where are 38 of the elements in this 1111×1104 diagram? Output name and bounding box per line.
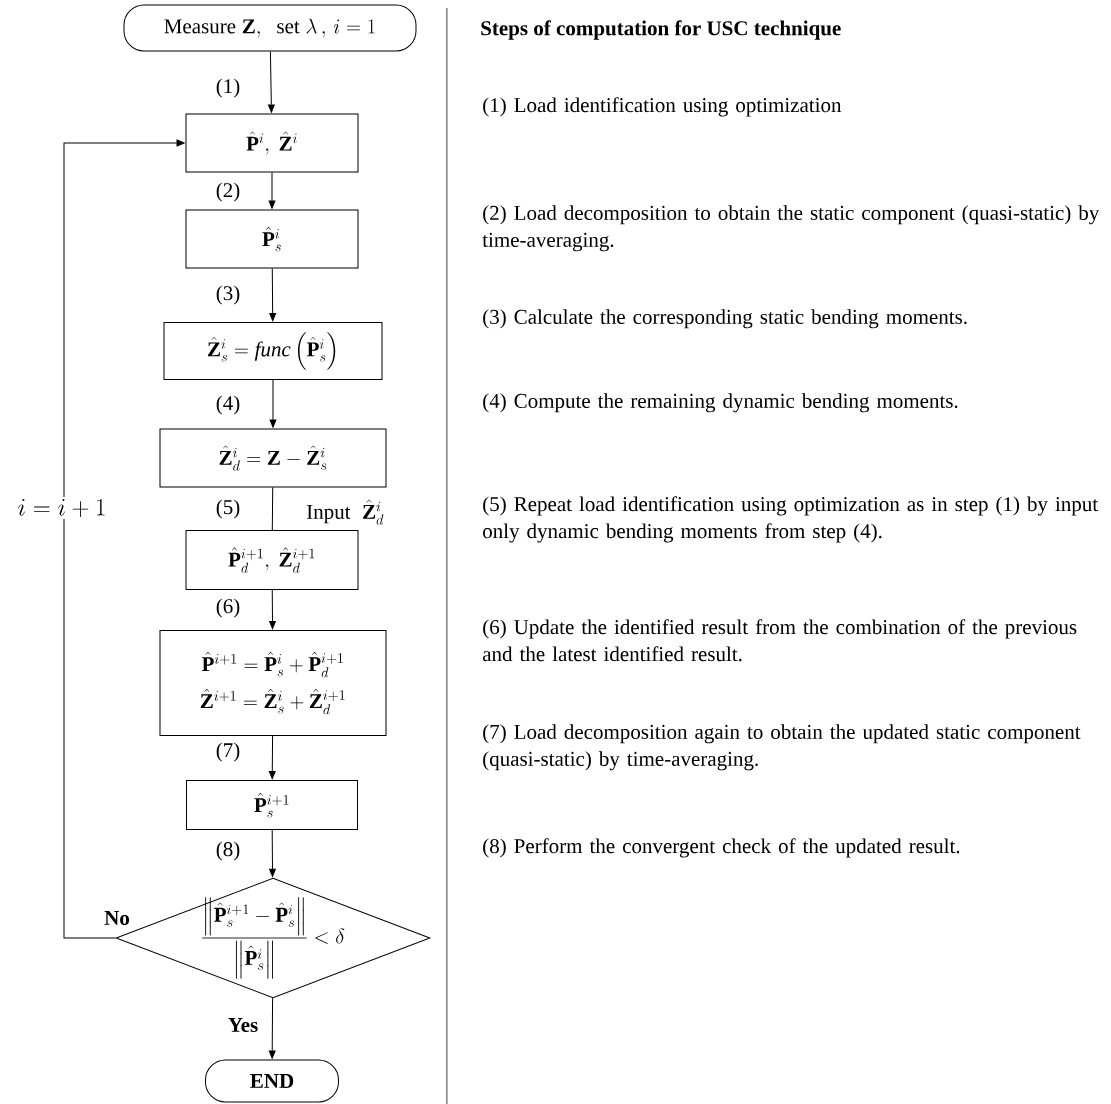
- arrow: [267, 51, 275, 113]
- arrow: [268, 735, 276, 780]
- terminal-box: END: [205, 1059, 339, 1103]
- edge-label: (3): [216, 285, 240, 305]
- edge-label: (7): [216, 742, 240, 762]
- process-box: $\hat{\mathbf{Z}}_{s}^{i} = \mathit{func}\left(\hat{\mathbf{P}}_{s}^{i}\right)$: [163, 322, 383, 380]
- step-text: (3) Calculate the corresponding static bending moments.: [483, 309, 967, 329]
- heading: Steps of computation for USC technique: [481, 20, 841, 40]
- process-box: $\hat{\mathbf{P}}^{i+1} = \hat{\mathbf{P}}_{s}^{i} + \hat{\mathbf{P}}_{d}^{i+1}$ $\hat{\mathbf{Z}}^{i+1} = \hat{\mathbf{Z}}_{s}^{i} + \hat{\mathbf{Z}}_{d}^{i+1}$: [159, 630, 387, 736]
- arrow: [269, 829, 276, 877]
- arrow: [268, 997, 276, 1059]
- step-text: (2) Load decomposition to obtain the static component (quasi-static) by time-averaging.: [482, 205, 1100, 252]
- step-text: (5) Repeat load identification using optimization as in step (1) by input only dynamic bending moments from step (4).: [483, 496, 1098, 543]
- arrow: [268, 172, 276, 209]
- step-text: (4) Compute the remaining dynamic bending moments.: [483, 393, 958, 413]
- step-text: (7) Load decomposition again to obtain the updated static component (quasi-static) by time-averaging.: [483, 724, 1081, 771]
- edge-label: (6): [216, 598, 240, 618]
- arrow: [269, 589, 276, 630]
- step-text: (6) Update the identified result from the combination of the previous and the latest identified result.: [482, 619, 1077, 662]
- loop-label: $i=i+1$: [18, 498, 105, 517]
- edge-label: (4): [216, 395, 240, 415]
- arrow: [269, 379, 277, 428]
- process-box: $\hat{\mathbf{P}}_{s}^{i}$: [185, 209, 359, 269]
- edge-label: (1): [216, 78, 240, 98]
- process-box: $\hat{\mathbf{P}}^{i},\ \hat{\mathbf{Z}}^{i}$: [185, 113, 359, 173]
- edge-label: (5): [216, 499, 240, 519]
- process-box: $\hat{\mathbf{P}}_{s}^{i+1}$: [186, 780, 358, 830]
- step-text: (1) Load identification using optimization: [483, 97, 842, 117]
- edge-label: (2): [216, 182, 240, 202]
- step-text: (8) Perform the convergent check of the updated result.: [483, 838, 960, 858]
- terminal-box: $\mathrm{Measure}\;\mathbf{Z},\;\;\mathrm{set}\;\lambda\,,\, i=1$: [123, 4, 417, 52]
- arrow: [269, 268, 277, 322]
- edge-label: (8): [216, 841, 240, 861]
- process-box: $\hat{\mathbf{P}}_{d}^{i+1},\ \hat{\mathbf{Z}}_{d}^{i+1}$: [185, 530, 359, 590]
- edge-label: Yes: [228, 1018, 258, 1032]
- process-box: $\hat{\mathbf{Z}}_{d}^{i} = \mathbf{Z} - \hat{\mathbf{Z}}_{s}^{i}$: [159, 428, 387, 488]
- input-label: $\mathrm{Input}\;\;\hat{\mathbf{Z}}_{d}^{i}$: [306, 499, 384, 525]
- arrow: [63, 139, 185, 939]
